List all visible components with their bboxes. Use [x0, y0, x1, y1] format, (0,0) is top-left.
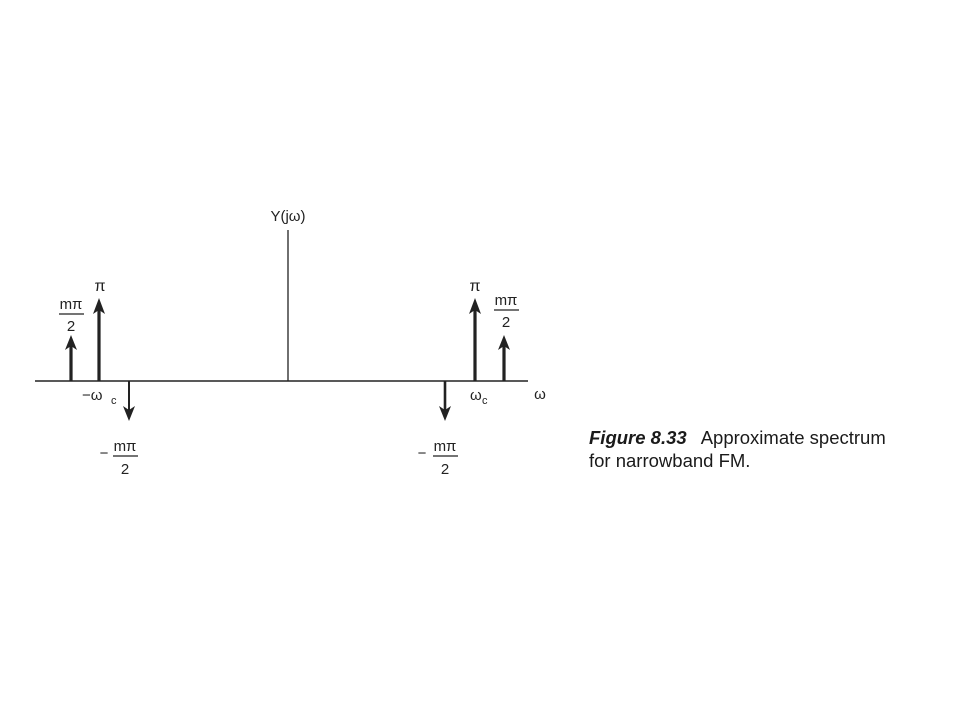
pi-label-right: π — [469, 278, 480, 295]
neg-mpi2-left-sign: − — [100, 445, 109, 462]
mpi2-right-denominator: 2 — [502, 314, 510, 331]
mpi2-right-numerator: mπ — [495, 292, 518, 309]
impulse-right-mpi2-head — [498, 335, 510, 350]
neg-mpi2-right-sign: − — [418, 445, 427, 462]
neg-omega-c-subscript: c — [111, 395, 117, 407]
x-axis-label: ω — [534, 386, 546, 403]
neg-mpi2-left-denominator: 2 — [121, 461, 129, 478]
omega-c-subscript: c — [482, 395, 488, 407]
y-axis-label: Y(jω) — [270, 208, 305, 225]
neg-omega-c-label: −ω — [82, 387, 103, 404]
neg-mpi2-left-numerator: mπ — [114, 438, 137, 455]
pi-label-left: π — [94, 278, 105, 295]
figure-caption: Figure 8.33 Approximate spectrum for narr… — [589, 426, 886, 472]
impulse-left-mpi2-head — [65, 335, 77, 350]
figure-number: Figure 8.33 — [589, 427, 687, 448]
mpi2-left-denominator: 2 — [67, 318, 75, 335]
caption-text-2: for narrowband FM. — [589, 450, 751, 471]
neg-mpi2-right-denominator: 2 — [441, 461, 449, 478]
impulse-left-neg-mpi2-head — [123, 406, 135, 421]
caption-line-1: Figure 8.33 Approximate spectrum — [589, 426, 886, 449]
caption-line-2: for narrowband FM. — [589, 449, 886, 472]
impulse-right-pi-head — [469, 298, 481, 314]
mpi2-left-numerator: mπ — [60, 296, 83, 313]
caption-text-1: Approximate spectrum — [700, 427, 886, 448]
impulse-left-pi-head — [93, 298, 105, 314]
omega-c-label: ω — [470, 387, 482, 404]
impulse-right-neg-mpi2-head — [439, 406, 451, 421]
neg-mpi2-right-numerator: mπ — [434, 438, 457, 455]
